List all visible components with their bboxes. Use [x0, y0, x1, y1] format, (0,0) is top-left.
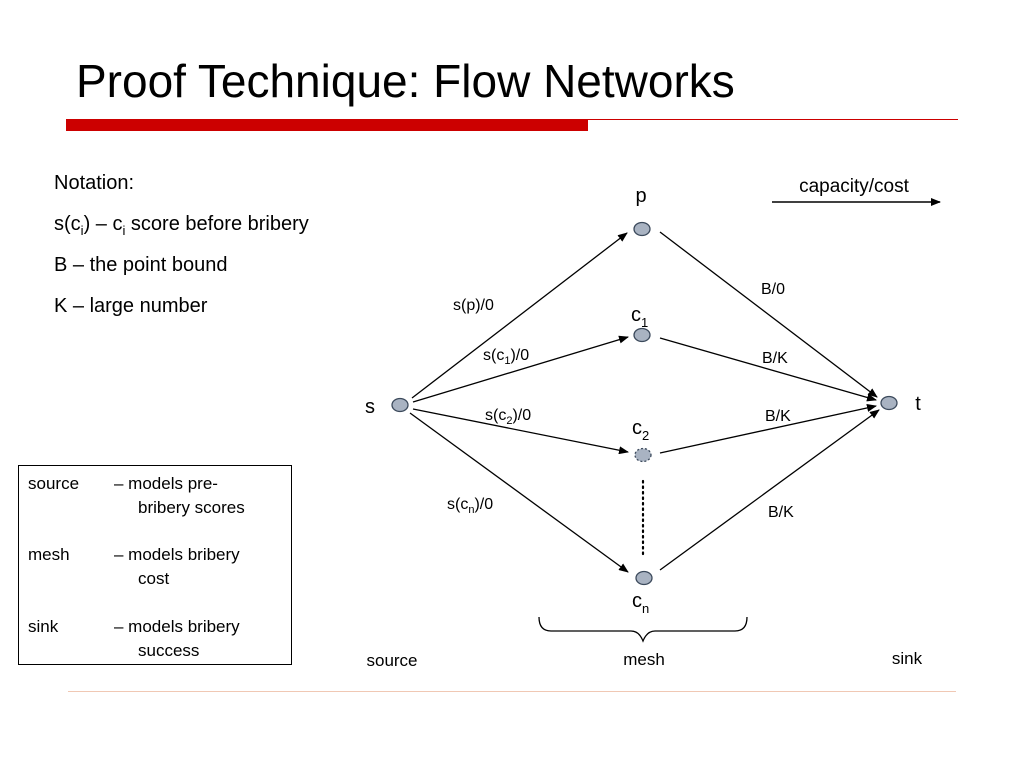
notation-large-line: K – large number	[54, 295, 208, 317]
edge-label-s-c2-post: )/0	[512, 407, 531, 424]
legend-mesh-desc: – models bribery	[114, 545, 240, 564]
edge-label-c1-t: B/K	[762, 350, 788, 367]
node-c1	[633, 327, 651, 343]
legend-mesh-term: mesh	[28, 545, 70, 564]
edge-cn-t	[659, 409, 880, 571]
edge-label-s-c2-pre: s(c	[485, 407, 506, 424]
node-t	[880, 395, 898, 411]
legend-source-row: source – models pre-	[28, 474, 218, 494]
node-c2	[634, 447, 652, 463]
legend-mesh-row: mesh – models bribery	[28, 545, 240, 565]
score-text-mid: ) – c	[83, 213, 123, 235]
edge-s-cn	[409, 412, 629, 573]
score-subscript-2: i	[122, 223, 126, 238]
legend-sink-desc-cont: success	[138, 641, 200, 660]
mesh-brace	[538, 616, 748, 643]
edge-label-s-c2: s(c2)/0	[485, 407, 531, 427]
edge-label-c2-t: B/K	[765, 408, 791, 425]
title-rule	[588, 119, 958, 120]
score-text-post: score before bribery	[125, 213, 309, 235]
title-accent-bar	[66, 119, 588, 131]
region-sink-label: sink	[892, 649, 923, 668]
edge-s-c1	[412, 335, 629, 403]
edge-label-s-c2-sub: 2	[506, 415, 512, 427]
notation-bound-line: B – the point bound	[54, 254, 228, 276]
edge-label-s-cn-post: )/0	[474, 496, 493, 513]
score-text-pre: s(c	[54, 213, 81, 235]
edge-label-s-cn-sub: n	[468, 504, 474, 516]
edge-p-t	[659, 231, 878, 398]
edge-label-s-p: s(p)/0	[453, 297, 494, 314]
edge-label-s-c1: s(c1)/0	[483, 347, 529, 367]
node-c1-label: c1	[631, 304, 648, 330]
edge-label-s-cn-pre: s(c	[447, 496, 468, 513]
node-c1-letter: c	[631, 304, 641, 326]
node-t-label: t	[915, 393, 921, 415]
node-s	[391, 397, 409, 413]
edge-s-c2	[412, 408, 629, 455]
node-cn-label: cn	[632, 590, 649, 616]
node-c2-label: c2	[632, 417, 649, 443]
legend-mesh-desc-cont: cost	[138, 569, 170, 588]
legend-sink-desc: – models bribery	[114, 617, 240, 636]
edge-label-p-t: B/0	[761, 281, 785, 298]
edge-label-s-c1-post: )/0	[510, 347, 529, 364]
edge-c2-t	[659, 404, 877, 454]
node-c2-letter: c	[632, 417, 642, 439]
node-p	[633, 221, 651, 237]
footer-rule	[68, 691, 956, 692]
edge-label-s-c1-sub: 1	[504, 355, 510, 367]
node-p-label: p	[635, 185, 646, 207]
edge-c1-t	[659, 337, 877, 402]
legend-sink-term: sink	[28, 617, 59, 636]
edge-label-s-c1-pre: s(c	[483, 347, 504, 364]
node-cn-letter: c	[632, 590, 642, 612]
node-s-label: s	[365, 396, 375, 418]
notation-score-line: s(ci) – ci score before bribery	[54, 213, 309, 254]
legend-box: source – models pre- bribery scores mesh –…	[18, 465, 292, 665]
legend-source-desc-cont: bribery scores	[138, 498, 245, 517]
edge-s-p	[411, 232, 628, 399]
edge-label-cn-t: B/K	[768, 504, 794, 521]
region-mesh-label: mesh	[623, 650, 665, 669]
node-cn	[635, 570, 653, 586]
key-label: capacity/cost	[799, 176, 910, 197]
edge-label-s-cn: s(cn)/0	[447, 496, 493, 516]
node-cn-subscript: n	[642, 601, 649, 616]
region-source-label: source	[366, 651, 417, 670]
legend-sink-row: sink – models bribery	[28, 617, 240, 637]
notation-heading: Notation:	[54, 172, 135, 194]
score-subscript: i	[80, 223, 84, 238]
notation-block: Notation: s(ci) – ci score before briber…	[54, 172, 309, 336]
page-title: Proof Technique: Flow Networks	[76, 55, 735, 107]
legend-source-desc: – models pre-	[114, 474, 218, 493]
legend-source-term: source	[28, 474, 80, 493]
node-c2-subscript: 2	[642, 428, 649, 443]
node-c1-subscript: 1	[641, 315, 648, 330]
